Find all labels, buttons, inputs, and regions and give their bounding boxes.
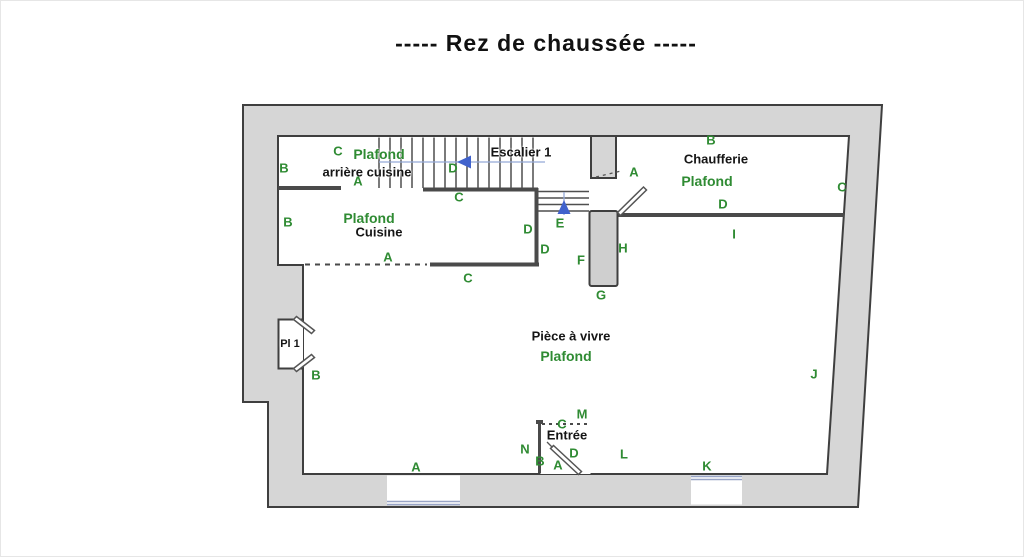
marker-cuisine-c: C	[463, 270, 473, 286]
room-label-arriere-cuisine: arrière cuisine	[322, 164, 412, 180]
window-a-opening	[387, 475, 460, 504]
window-a-glass	[387, 500, 460, 506]
doors	[292, 170, 648, 476]
interior-walls	[278, 186, 844, 473]
stair-direction-arrows	[379, 155, 571, 215]
marker-chaufferie-b: B	[706, 132, 716, 148]
marker-window-k: K	[702, 458, 712, 474]
marker-entree-b: B	[535, 453, 545, 469]
plafond-label-piece-a-vivre: Plafond	[540, 348, 592, 364]
marker-arriere-cuisine-a: A	[353, 173, 363, 189]
placard-door-top-leaf	[292, 315, 316, 335]
marker-entree-n: N	[520, 441, 530, 457]
room-label-cuisine: Cuisine	[355, 224, 403, 240]
marker-entree-l: L	[620, 446, 628, 462]
pillar	[588, 210, 619, 287]
arrow-up-icon	[557, 200, 571, 214]
marker-landing-d: D	[540, 241, 550, 257]
marker-living-j: J	[810, 366, 818, 382]
placard-niche	[277, 318, 303, 370]
marker-chaufferie-i: I	[732, 226, 736, 242]
marker-chaufferie-a: A	[629, 164, 639, 180]
plafond-label-arriere-cuisine: Plafond	[353, 146, 405, 162]
marker-chaufferie-c: C	[837, 179, 847, 195]
marker-entree-c: C	[557, 416, 567, 432]
marker-arriere-cuisine-c: C	[333, 143, 343, 159]
window-k-opening	[691, 475, 742, 505]
window-glazing	[387, 475, 742, 506]
marker-stairs-e: E	[555, 215, 565, 231]
room-label-chaufferie: Chaufferie	[683, 151, 749, 167]
page-title: ----- Rez de chaussée -----	[395, 30, 697, 56]
window-k-glass	[691, 475, 742, 481]
marker-pillar-f: F	[577, 252, 585, 268]
window-openings	[387, 475, 742, 505]
marker-chaufferie-d: D	[718, 196, 728, 212]
room-label-entree: Entrée	[546, 427, 588, 443]
chaufferie-door-leaf	[616, 185, 648, 217]
marker-pillar-g: G	[595, 287, 607, 303]
marker-entree-a: A	[553, 457, 563, 473]
chaufferie-wall-stub	[590, 135, 617, 179]
marker-entree-d: D	[569, 445, 579, 461]
marker-cuisine-b: B	[283, 214, 293, 230]
arrow-left-icon	[457, 155, 471, 169]
outer-walls	[242, 104, 884, 508]
stair-core	[588, 135, 619, 287]
room-label-escalier: Escalier 1	[490, 144, 552, 160]
marker-placard-b: B	[311, 367, 321, 383]
placard-door-bottom-leaf	[292, 353, 316, 373]
entree-door-leaf	[549, 444, 583, 476]
plafond-label-cuisine: Plafond	[343, 210, 395, 226]
marker-pillar-h: H	[618, 240, 628, 256]
marker-cuisine-a: A	[383, 249, 393, 265]
marker-entree-m: M	[576, 406, 588, 422]
entrance-recess	[540, 424, 591, 474]
plafond-label-chaufferie: Plafond	[681, 173, 733, 189]
marker-cuisine-d: D	[523, 221, 533, 237]
marker-window-a: A	[411, 459, 421, 475]
marker-stairs-c: C	[454, 189, 464, 205]
marker-arriere-cuisine-b: B	[279, 160, 289, 176]
room-label-piece-a-vivre: Pièce à vivre	[531, 328, 611, 344]
room-label-placard: Pl 1	[280, 338, 300, 350]
marker-stairs-d: D	[448, 160, 458, 176]
